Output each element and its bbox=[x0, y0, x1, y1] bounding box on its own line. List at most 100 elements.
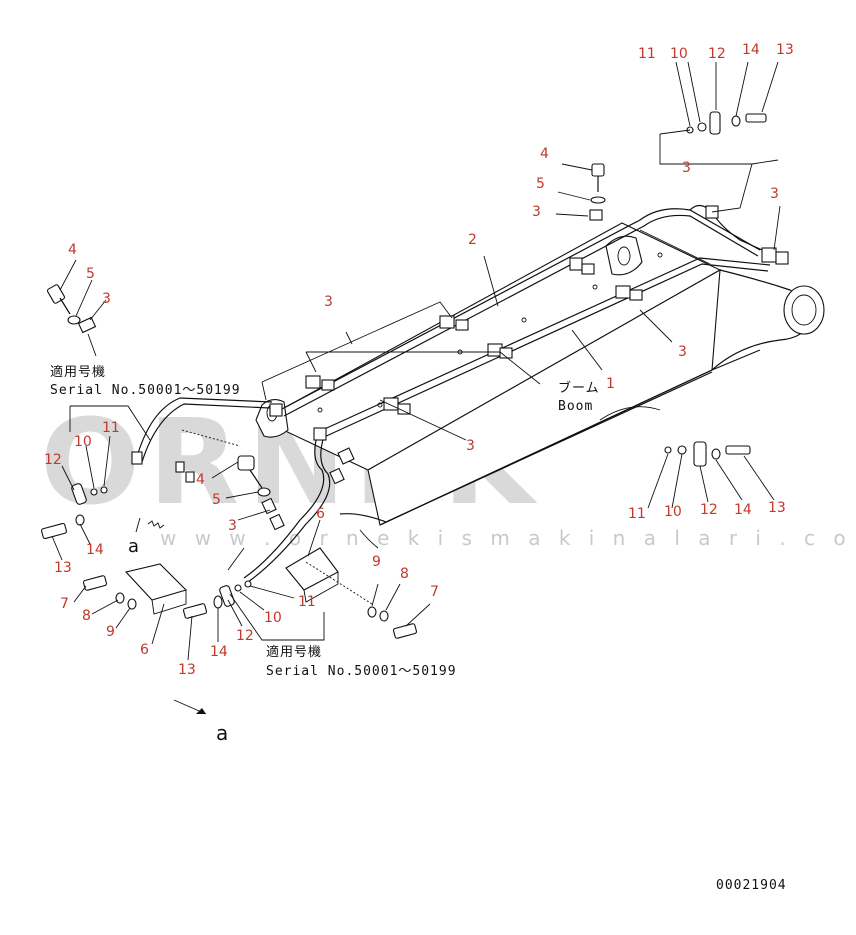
washer bbox=[367, 606, 377, 618]
washer bbox=[590, 196, 606, 204]
bolt bbox=[392, 623, 418, 639]
bracket bbox=[285, 547, 339, 591]
callout-9: 9 bbox=[372, 554, 381, 570]
clamp bbox=[383, 397, 399, 411]
bolt bbox=[182, 603, 208, 619]
washer bbox=[75, 514, 85, 526]
callout-3: 3 bbox=[678, 344, 687, 360]
callout-12: 12 bbox=[44, 452, 62, 468]
lower-pipe bbox=[317, 257, 771, 433]
callout-9: 9 bbox=[106, 624, 115, 640]
washer bbox=[115, 592, 125, 604]
split-flange bbox=[709, 111, 721, 135]
callout-4: 4 bbox=[196, 472, 205, 488]
callout-3: 3 bbox=[532, 204, 541, 220]
callout-10: 10 bbox=[264, 610, 282, 626]
bolt bbox=[41, 522, 67, 540]
washer bbox=[127, 598, 137, 610]
washer bbox=[67, 315, 81, 325]
clamp bbox=[313, 427, 327, 441]
serial-note-2-line1: 適用号機 bbox=[266, 644, 322, 660]
callout-3: 3 bbox=[770, 186, 779, 202]
clamp-piece bbox=[589, 209, 603, 221]
callout-1: 1 bbox=[606, 376, 615, 392]
left-bent-pipe bbox=[135, 397, 273, 461]
callout-2: 2 bbox=[468, 232, 477, 248]
boom-label-en: Boom bbox=[558, 399, 593, 414]
split-flange bbox=[71, 483, 87, 505]
watermark-url: w w w . o r n e k i s m a k i n a l a r … bbox=[160, 526, 856, 550]
ring bbox=[234, 584, 242, 592]
clamp bbox=[305, 375, 321, 389]
bolt bbox=[237, 455, 255, 471]
view-label-lower: a bbox=[216, 721, 228, 745]
callout-11: 11 bbox=[298, 594, 316, 610]
washer bbox=[213, 595, 223, 609]
callout-10: 10 bbox=[74, 434, 92, 450]
bolt bbox=[745, 113, 767, 123]
o-ring bbox=[244, 580, 252, 588]
callout-8: 8 bbox=[400, 566, 409, 582]
callout-13: 13 bbox=[178, 662, 196, 678]
figure-number: 00021904 bbox=[716, 878, 787, 893]
callout-11: 11 bbox=[628, 506, 646, 522]
callout-7: 7 bbox=[60, 596, 69, 612]
clamp bbox=[615, 285, 631, 299]
washer bbox=[257, 487, 271, 497]
s-bent-pipe bbox=[243, 431, 325, 579]
callout-3: 3 bbox=[466, 438, 475, 454]
upper-pipe bbox=[279, 208, 761, 411]
serial-note-2: 適用号機 Serial No.50001～50199 bbox=[266, 644, 457, 679]
clamp bbox=[439, 315, 455, 329]
clamp bbox=[269, 403, 283, 417]
clamp bbox=[761, 247, 777, 263]
callout-11: 11 bbox=[638, 46, 656, 62]
callout-3: 3 bbox=[682, 160, 691, 176]
callout-6: 6 bbox=[316, 506, 325, 522]
callout-6: 6 bbox=[140, 642, 149, 658]
brackets bbox=[124, 447, 355, 615]
callout-11: 11 bbox=[102, 420, 120, 436]
callout-13: 13 bbox=[776, 42, 794, 58]
ring bbox=[677, 445, 687, 455]
bracket bbox=[124, 563, 188, 601]
split-flange bbox=[693, 441, 707, 467]
boom-label-jp: ブーム bbox=[558, 380, 600, 396]
callouts: 1 2 3 3 3 3 3 3 3 3 3 4 4 4 5 5 5 6 6 7 … bbox=[44, 42, 794, 678]
callout-3: 3 bbox=[102, 291, 111, 307]
hydraulic-pipes bbox=[135, 204, 781, 583]
callout-14: 14 bbox=[210, 644, 228, 660]
view-label-upper: a bbox=[128, 536, 139, 557]
o-ring bbox=[90, 488, 98, 496]
callout-4: 4 bbox=[540, 146, 549, 162]
ring bbox=[697, 122, 707, 132]
serial-note-2-line2: Serial No.50001～50199 bbox=[266, 664, 457, 679]
callout-14: 14 bbox=[86, 542, 104, 558]
callout-8: 8 bbox=[82, 608, 91, 624]
callout-13: 13 bbox=[768, 500, 786, 516]
callout-13: 13 bbox=[54, 560, 72, 576]
callout-10: 10 bbox=[670, 46, 688, 62]
clamp-piece bbox=[77, 316, 97, 334]
callout-5: 5 bbox=[212, 492, 221, 508]
callout-5: 5 bbox=[536, 176, 545, 192]
callout-12: 12 bbox=[700, 502, 718, 518]
serial-note-1: 適用号機 Serial No.50001～50199 bbox=[50, 364, 240, 398]
bolt bbox=[725, 445, 751, 455]
callout-7: 7 bbox=[430, 584, 439, 600]
callout-14: 14 bbox=[742, 42, 760, 58]
bolt bbox=[82, 575, 108, 591]
callout-4: 4 bbox=[68, 242, 77, 258]
callout-5: 5 bbox=[86, 266, 95, 282]
callout-12: 12 bbox=[708, 46, 726, 62]
boom-foot-pin-boss bbox=[783, 285, 825, 335]
bolt bbox=[591, 163, 605, 177]
fasteners bbox=[41, 111, 767, 639]
boom-label: ブーム Boom bbox=[558, 380, 600, 414]
boom-top-boss bbox=[605, 235, 643, 276]
callout-3: 3 bbox=[324, 294, 333, 310]
washer bbox=[731, 115, 741, 127]
washer bbox=[379, 610, 389, 622]
